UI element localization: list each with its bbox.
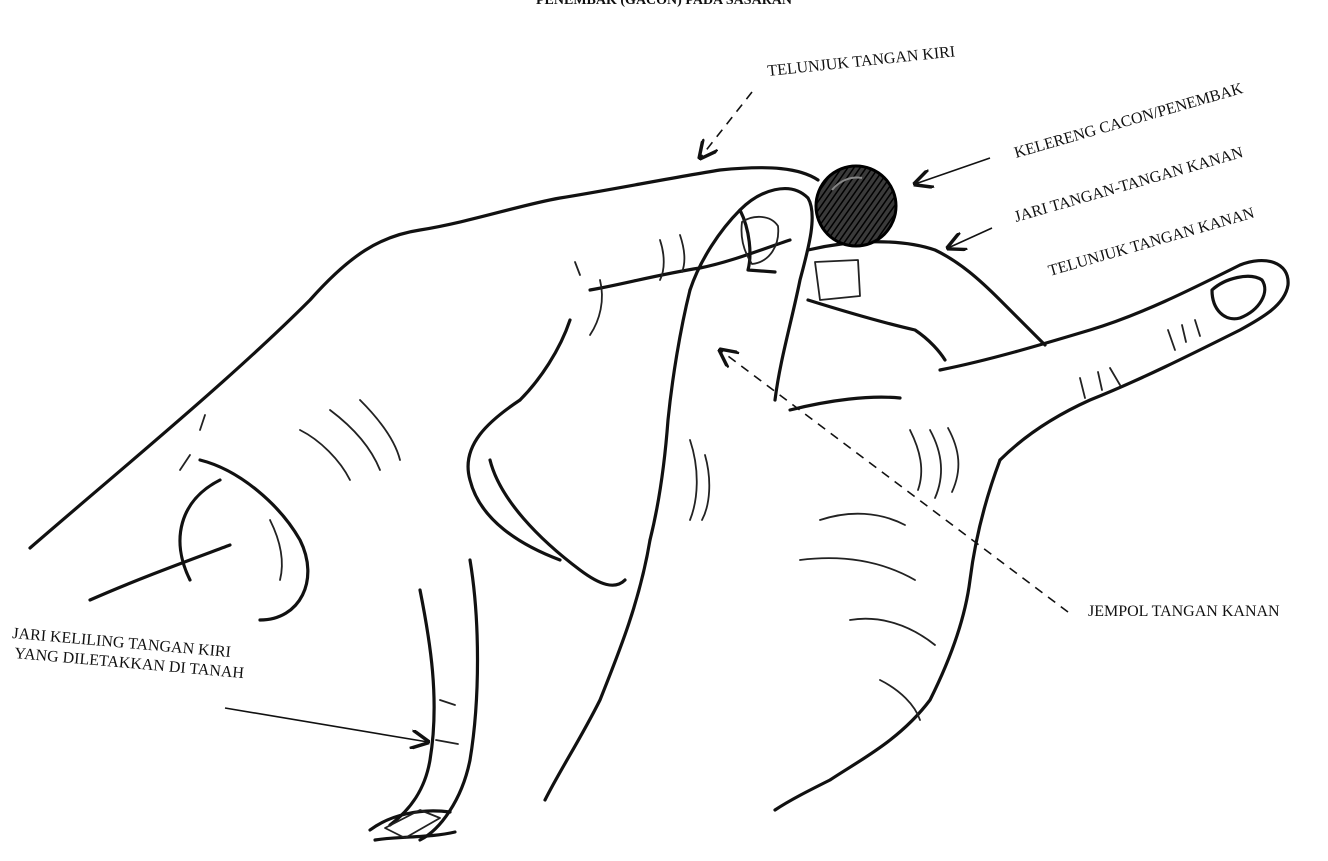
leader-jempol-kanan [720, 350, 1068, 612]
leader-jari-kanan [948, 228, 992, 248]
label-jari-kanan: JARI TANGAN-TANGAN KANAN [1012, 144, 1245, 226]
marble-drawing [816, 166, 896, 246]
leader-jari-keliling [225, 708, 428, 742]
label-telunjuk-kanan: TELUNJUK TANGAN KANAN [1046, 205, 1256, 280]
annotation-labels: TELUNJUK TANGAN KIRI KELERENG CACON/PENE… [12, 43, 1280, 682]
label-jempol-kanan: JEMPOL TANGAN KANAN [1088, 603, 1280, 620]
figure-caption: PENEMBAK (GACON) PADA SASARAN [536, 0, 792, 8]
leader-telunjuk-kiri [700, 92, 752, 158]
label-telunjuk-kiri: TELUNJUK TANGAN KIRI [767, 43, 956, 80]
annotation-leaders [225, 92, 1068, 742]
label-kelereng: KELERENG CACON/PENEMBAK [1012, 80, 1245, 162]
leader-kelereng [915, 158, 990, 184]
right-hand-drawing [545, 189, 1288, 810]
